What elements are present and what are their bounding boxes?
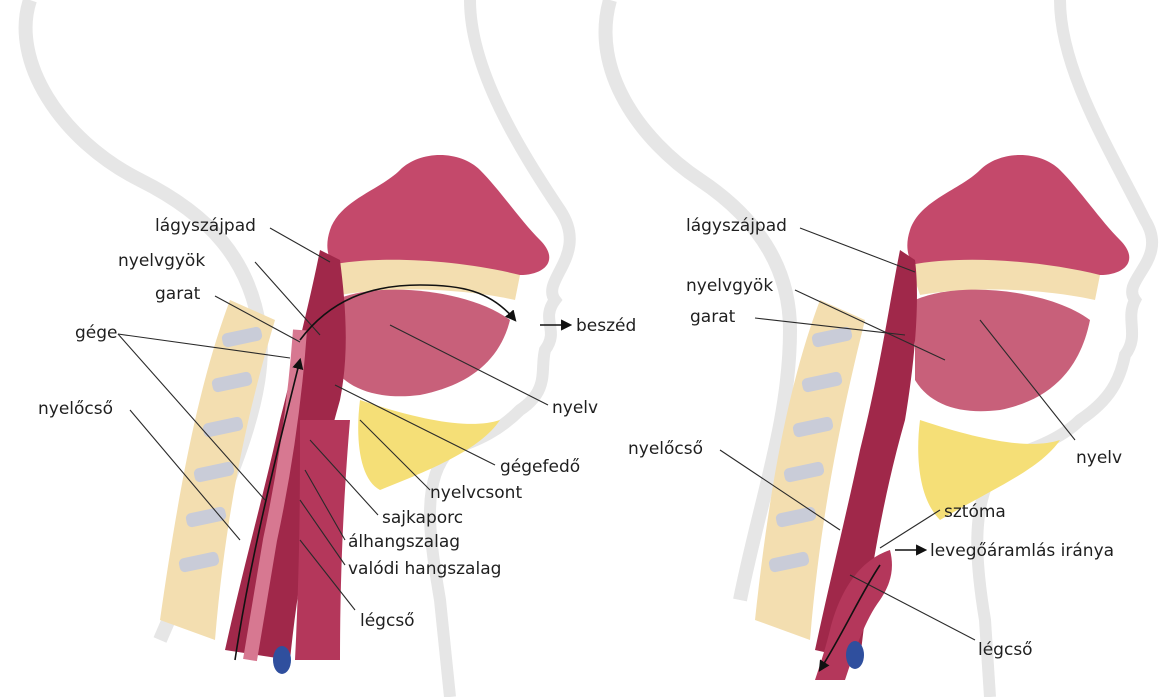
label-stoma-right: sztóma	[944, 502, 1006, 522]
label-larynx-left: gége	[75, 323, 118, 343]
label-pharynx-left: garat	[155, 284, 201, 304]
right-head-outline	[606, 0, 790, 600]
left-tongue	[335, 290, 510, 397]
label-hyoid-left: nyelvcsont	[430, 483, 522, 503]
label-tongue-right: nyelv	[1076, 448, 1122, 468]
label-trachea-left: légcső	[360, 611, 415, 631]
label-speech-left: beszéd	[576, 316, 636, 336]
label-tongue-root-right: nyelvgyök	[686, 276, 773, 296]
leader-soft-palate-left	[270, 228, 330, 262]
left-panel	[26, 0, 570, 697]
label-arytenoid-left: sajkaporc	[382, 508, 463, 528]
label-esophagus-left: nyelőcső	[38, 399, 113, 419]
label-esophagus-right: nyelőcső	[628, 439, 703, 459]
label-true-cord-left: valódi hangszalag	[348, 559, 501, 579]
left-vessel	[273, 646, 291, 674]
label-trachea-right: légcső	[978, 640, 1033, 660]
right-vessel	[846, 641, 864, 669]
right-tongue	[915, 290, 1090, 412]
label-airflow-right: levegőáramlás iránya	[930, 541, 1114, 561]
leader-soft-palate-right	[800, 228, 915, 272]
label-epiglottis-left: gégefedő	[500, 457, 580, 477]
label-false-cord-left: álhangszalag	[348, 532, 460, 552]
label-soft-palate-right: lágyszájpad	[686, 216, 787, 236]
label-pharynx-right: garat	[690, 307, 736, 327]
label-tongue-left: nyelv	[552, 398, 598, 418]
label-soft-palate-left: lágyszájpad	[155, 216, 256, 236]
left-trachea	[295, 420, 350, 660]
label-tongue-root-left: nyelvgyök	[118, 251, 205, 271]
right-panel	[606, 0, 1153, 697]
